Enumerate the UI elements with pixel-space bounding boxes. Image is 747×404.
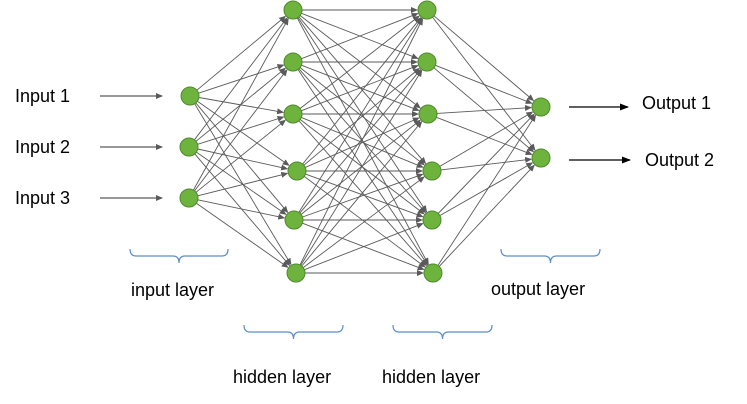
node-hidden2-2 bbox=[417, 52, 437, 72]
edge-input-3-to-hidden1-3 bbox=[195, 119, 286, 193]
network-nodes bbox=[179, 0, 551, 283]
edge-input-3-to-hidden1-4 bbox=[197, 171, 289, 197]
node-hidden1-3 bbox=[283, 104, 303, 124]
edge-hidden2-5-to-output-1 bbox=[437, 113, 535, 214]
edge-hidden1-4-to-hidden2-3 bbox=[305, 117, 420, 168]
edge-hidden2-2-to-output-1 bbox=[435, 64, 533, 104]
edge-input-1-to-hidden1-1 bbox=[196, 15, 287, 91]
edge-hidden1-1-to-hidden2-5 bbox=[297, 17, 428, 213]
edge-hidden1-3-to-hidden2-2 bbox=[301, 64, 419, 112]
node-hidden1-2 bbox=[283, 52, 303, 72]
hidden-layer-2-brace bbox=[392, 324, 493, 340]
edge-hidden2-3-to-output-1 bbox=[436, 104, 532, 114]
node-input-3 bbox=[179, 188, 199, 208]
node-hidden2-4 bbox=[422, 161, 442, 181]
edge-hidden1-2-to-hidden2-1 bbox=[301, 12, 419, 60]
hidden-layer-2-label: hidden layer bbox=[382, 367, 480, 387]
node-output-1 bbox=[531, 97, 551, 117]
edge-hidden1-5-to-hidden2-1 bbox=[298, 17, 423, 213]
edge-hidden2-1-to-output-1 bbox=[433, 15, 535, 102]
edge-hidden2-5-to-output-2 bbox=[439, 162, 534, 216]
edge-hidden2-4-to-output-1 bbox=[439, 111, 534, 167]
output-layer-label: output layer bbox=[491, 279, 585, 299]
edge-input-3-to-hidden1-5 bbox=[197, 199, 286, 220]
edge-hidden2-1-to-output-2 bbox=[432, 16, 536, 151]
hidden-layer-1-brace bbox=[243, 324, 344, 340]
edge-hidden2-6-to-output-2 bbox=[438, 164, 535, 267]
edge-hidden1-6-to-hidden2-1 bbox=[299, 18, 423, 266]
input-label-1: Input 1 bbox=[15, 86, 70, 106]
edge-hidden1-4-to-hidden2-2 bbox=[303, 67, 421, 166]
node-hidden1-6 bbox=[286, 263, 306, 283]
edge-input-2-to-hidden1-6 bbox=[194, 153, 291, 267]
connection-edges bbox=[193, 7, 537, 276]
input-label-3: Input 3 bbox=[15, 188, 70, 208]
node-hidden1-1 bbox=[283, 0, 303, 20]
edge-input-3-to-hidden1-1 bbox=[193, 17, 289, 191]
edge-hidden1-5-to-hidden2-3 bbox=[300, 119, 421, 215]
edge-hidden2-6-to-output-1 bbox=[437, 114, 537, 266]
node-input-2 bbox=[179, 137, 199, 157]
io-arrows bbox=[100, 93, 631, 201]
edge-input-2-to-hidden1-5 bbox=[196, 151, 287, 215]
output-label-1: Output 1 bbox=[642, 93, 711, 113]
edge-input-2-to-hidden1-4 bbox=[197, 148, 289, 171]
input-layer-brace bbox=[129, 248, 229, 264]
node-input-1 bbox=[180, 86, 200, 106]
edge-hidden1-4-to-hidden2-1 bbox=[302, 17, 422, 165]
edge-hidden1-6-to-hidden2-3 bbox=[301, 120, 423, 267]
edge-hidden2-2-to-output-2 bbox=[433, 67, 535, 153]
node-hidden1-4 bbox=[287, 161, 307, 181]
edge-hidden1-6-to-hidden2-4 bbox=[302, 176, 425, 268]
edge-input-2-to-hidden1-1 bbox=[194, 17, 288, 141]
node-hidden2-6 bbox=[423, 263, 443, 283]
node-output-2 bbox=[531, 148, 551, 168]
edge-input-3-to-hidden1-2 bbox=[194, 69, 288, 192]
edge-input-1-to-hidden1-5 bbox=[195, 102, 289, 214]
edge-hidden1-5-to-hidden2-4 bbox=[302, 173, 424, 218]
edge-hidden1-6-to-hidden2-5 bbox=[304, 222, 424, 271]
edge-input-1-to-hidden1-4 bbox=[197, 100, 290, 166]
node-hidden2-5 bbox=[422, 210, 442, 230]
output-label-2: Output 2 bbox=[645, 150, 714, 170]
edge-hidden1-5-to-hidden2-2 bbox=[299, 68, 422, 214]
layer-braces bbox=[129, 248, 601, 340]
edge-input-3-to-hidden1-6 bbox=[196, 202, 289, 268]
node-hidden1-5 bbox=[284, 210, 304, 230]
edge-hidden1-3-to-hidden2-1 bbox=[299, 15, 420, 109]
input-label-2: Input 2 bbox=[15, 137, 70, 157]
input-layer-label: input layer bbox=[131, 280, 214, 300]
edge-hidden1-6-to-hidden2-2 bbox=[300, 69, 423, 266]
node-hidden2-1 bbox=[417, 0, 437, 20]
hidden-layer-1-label: hidden layer bbox=[233, 367, 331, 387]
edge-hidden2-3-to-output-2 bbox=[436, 116, 533, 156]
node-hidden2-3 bbox=[418, 104, 438, 124]
output-layer-brace bbox=[500, 248, 601, 264]
